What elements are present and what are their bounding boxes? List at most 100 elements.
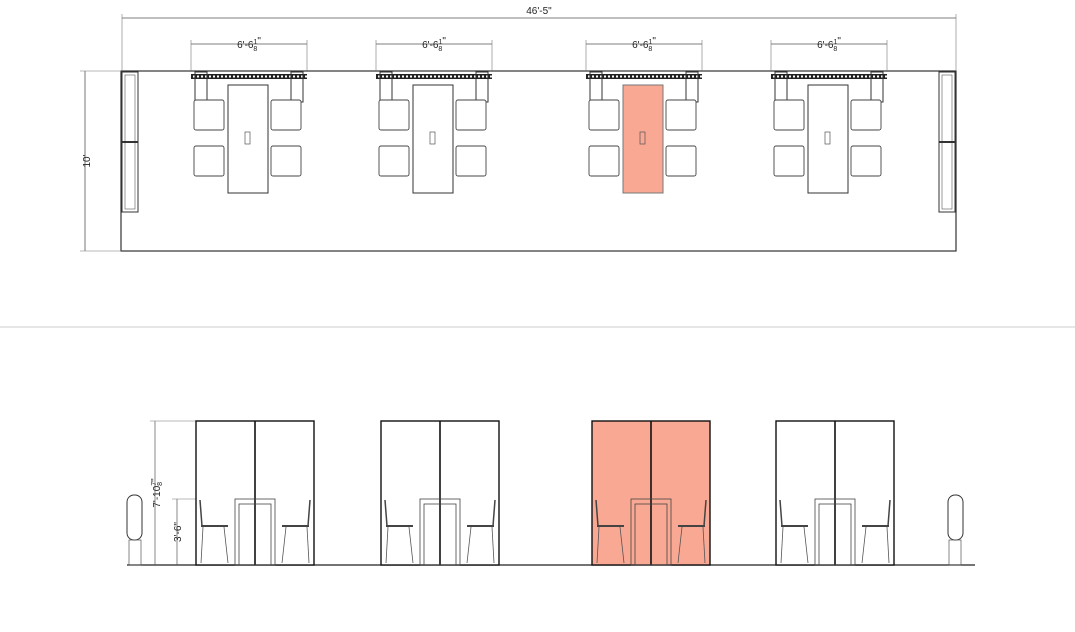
left-totem: [126, 494, 143, 566]
rail-dot: [793, 75, 795, 78]
chair: [665, 99, 697, 131]
rail-dot: [301, 75, 303, 78]
rail-dot: [478, 75, 480, 78]
chair-back: [199, 499, 203, 527]
rail-dot: [394, 75, 396, 78]
rail-dot: [281, 75, 283, 78]
rail-dot: [809, 75, 811, 78]
chair-leg: [200, 526, 204, 564]
rail-dot: [857, 75, 859, 78]
table: [412, 84, 454, 194]
chair-back: [703, 499, 707, 527]
chair-leg: [385, 526, 389, 564]
rail-dot: [849, 75, 851, 78]
rail-dot: [829, 75, 831, 78]
rail-dot: [285, 75, 287, 78]
chair-leg: [596, 526, 600, 564]
chair: [378, 99, 410, 131]
rail-dot: [197, 75, 199, 78]
module-width-label-part: 1: [254, 39, 258, 46]
rail-dot: [668, 75, 670, 78]
chair-leg: [803, 526, 809, 564]
rail-dot: [692, 75, 694, 78]
rail-dot: [221, 75, 223, 78]
table: [807, 84, 849, 194]
rail-dot: [269, 75, 271, 78]
rail-dot: [700, 75, 702, 78]
rail-dot: [789, 75, 791, 78]
chair: [773, 99, 805, 131]
table-leg-frame: [238, 503, 272, 566]
table-outlet-icon: [429, 131, 436, 145]
rail-dot: [608, 75, 610, 78]
panel-height-label: 7'-1078": [150, 478, 164, 508]
rail-dot: [652, 75, 654, 78]
elevation-view: 7'-1078" 3'-6": [126, 420, 975, 566]
chair-elevation: [595, 499, 625, 564]
chair-leg: [780, 526, 784, 564]
chair: [850, 145, 882, 177]
chair: [665, 145, 697, 177]
chair: [850, 99, 882, 131]
rail-dot: [881, 75, 883, 78]
rail-dot: [813, 75, 815, 78]
rail-dot: [640, 75, 642, 78]
chair-elevation: [779, 499, 809, 564]
rail-dot: [482, 75, 484, 78]
module-width-label-part: 6'-6: [237, 40, 254, 51]
right-totem: [947, 494, 964, 566]
table-leg-frame: [423, 503, 457, 566]
chair: [270, 145, 302, 177]
elevation-module-4: [775, 420, 895, 566]
rail-dot: [426, 75, 428, 78]
left-wall-panel: [121, 71, 139, 213]
chair: [378, 145, 410, 177]
rail-dot: [406, 75, 408, 78]
chair: [588, 145, 620, 177]
rail-dot: [781, 75, 783, 78]
rail-dot: [382, 75, 384, 78]
table-height-label: 3'-6": [173, 522, 184, 542]
rail-dot: [628, 75, 630, 78]
rail-dot: [825, 75, 827, 78]
module-width-label-part: 8: [438, 46, 442, 53]
rail-dot: [624, 75, 626, 78]
table-outlet-icon: [824, 131, 831, 145]
rail-dot: [410, 75, 412, 78]
rail-dot: [229, 75, 231, 78]
rail-dot: [869, 75, 871, 78]
chair: [455, 145, 487, 177]
rail-dot: [688, 75, 690, 78]
rail-dot: [217, 75, 219, 78]
rail-dot: [418, 75, 420, 78]
rail-dot: [588, 75, 590, 78]
rail-dot: [636, 75, 638, 78]
chair-elevation: [384, 499, 414, 564]
chair-leg: [281, 526, 287, 564]
elevation-module-1: [195, 420, 315, 566]
rail-dot: [390, 75, 392, 78]
rail-dot: [785, 75, 787, 78]
rail-dot: [801, 75, 803, 78]
module-width-label-part: ": [652, 36, 656, 47]
rail-dot: [865, 75, 867, 78]
module-width-label-part: ": [837, 36, 841, 47]
overall-width-label: 46'-5": [526, 6, 552, 17]
chair-leg: [408, 526, 414, 564]
rail-dot: [209, 75, 211, 78]
rail-dot: [398, 75, 400, 78]
rail-dot: [249, 75, 251, 78]
rail-dot: [664, 75, 666, 78]
module-width-label-part: 6'-6: [817, 40, 834, 51]
rail-dot: [414, 75, 416, 78]
rail-dot: [430, 75, 432, 78]
chair: [270, 99, 302, 131]
rail-dot: [873, 75, 875, 78]
